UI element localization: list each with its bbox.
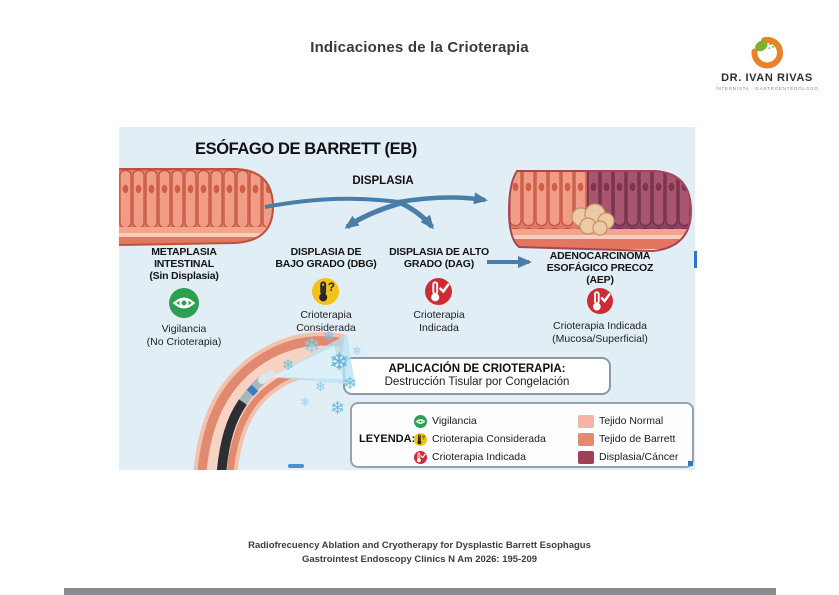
column-dbg-heading: DISPLASIA DE BAJO GRADO (DBG) [275, 246, 377, 271]
column-metaplasia-action: Vigilancia (No Crioterapia) [146, 323, 222, 348]
citation-line-2: Gastrointest Endoscopy Clinics N Am 2026… [301, 553, 538, 565]
endoscope-illustration [216, 370, 275, 470]
eye-icon [414, 414, 427, 428]
svg-text:❄: ❄ [330, 398, 345, 419]
svg-text:❄: ❄ [282, 356, 295, 374]
legend-swatch-label: Tejido Normal [599, 415, 664, 427]
color-swatch [578, 414, 594, 428]
callout-title: APLICACIÓN DE CRIOTERAPIA: [388, 363, 566, 375]
legend-item-vigilancia: Vigilancia [414, 412, 477, 430]
bottom-bar [64, 588, 776, 595]
thermometer-check-icon [425, 278, 452, 305]
legend-swatch-normal: Tejido Normal [578, 412, 663, 430]
svg-text:?: ? [328, 282, 335, 294]
column-dbg-action: Crioterapia Considerada [296, 309, 356, 334]
eb-title: ESÓFAGO DE BARRETT (EB) [195, 140, 417, 158]
tumor-illustration [571, 203, 615, 236]
thermometer-question-icon: ? [312, 278, 339, 305]
eye-icon [169, 288, 199, 318]
svg-text:❄: ❄ [300, 395, 310, 409]
thermometer-check-icon [587, 288, 613, 314]
column-dag-action: Crioterapia Indicada [413, 309, 465, 334]
legend-swatch-label: Tejido de Barrett [599, 433, 676, 445]
dysplasia-label: DISPLASIA [352, 175, 414, 187]
svg-text:❄: ❄ [315, 380, 326, 395]
legend-swatch-barrett: Tejido de Barrett [578, 430, 675, 448]
color-swatch [578, 432, 594, 446]
esophagus-illustration [193, 332, 346, 470]
column-dag-heading: DISPLASIA DE ALTO GRADO (DAG) [389, 246, 489, 271]
citation-line-1: Radiofrecuency Ablation and Cryotherapy … [248, 540, 591, 551]
footer-citation: Radiofrecuency Ablation and Cryotherapy … [0, 539, 839, 567]
infographic: APLICACIÓN DE CRIOTERAPIA: Destrucción T… [119, 127, 695, 470]
column-metaplasia-heading: METAPLASIA INTESTINAL (Sin Displasia) [149, 246, 219, 283]
legend-item-considerada: ? Crioterapia Considerada [414, 430, 546, 448]
color-swatch [578, 450, 594, 464]
logo: DR. IVAN RIVAS INTERNISTA · GASTROENTERÓ… [710, 36, 824, 91]
selection-handle[interactable] [288, 464, 304, 468]
thermometer-question-icon: ? [414, 432, 427, 446]
svg-text:?: ? [422, 435, 426, 441]
stomach-icon [751, 36, 783, 69]
logo-name: DR. IVAN RIVAS [721, 72, 813, 84]
left-tissue-illustration [119, 169, 273, 245]
legend-swatch-cancer: Displasia/Cáncer [578, 448, 678, 466]
svg-text:❄: ❄ [303, 334, 321, 358]
legend-item-label: Crioterapia Considerada [432, 433, 546, 445]
svg-text:❄: ❄ [352, 344, 362, 358]
legend-item-label: Vigilancia [432, 415, 477, 427]
column-aep-heading: ADENOCARCINOMA ESOFÁGICO PRECOZ (AEP) [546, 250, 654, 287]
thermometer-check-icon [414, 450, 427, 464]
legend: LEYENDA: Vigilancia ? Crioterapia Consi [350, 402, 694, 468]
right-tissue-illustration [509, 171, 691, 249]
text-cursor [694, 251, 697, 268]
legend-item-indicada: Crioterapia Indicada [414, 448, 526, 466]
legend-item-label: Crioterapia Indicada [432, 451, 526, 463]
page-title: Indicaciones de la Crioterapia [310, 39, 529, 56]
legend-label: LEYENDA: [359, 433, 416, 445]
logo-tagline: INTERNISTA · GASTROENTERÓLOGO [715, 85, 819, 91]
legend-swatch-label: Displasia/Cáncer [599, 451, 679, 463]
column-aep-action: Crioterapia Indicada (Mucosa/Superficial… [552, 320, 648, 345]
selection-handle[interactable] [688, 461, 693, 466]
cryo-callout: APLICACIÓN DE CRIOTERAPIA: Destrucción T… [343, 357, 611, 395]
callout-subtitle: Destrucción Tisular por Congelación [384, 376, 570, 388]
